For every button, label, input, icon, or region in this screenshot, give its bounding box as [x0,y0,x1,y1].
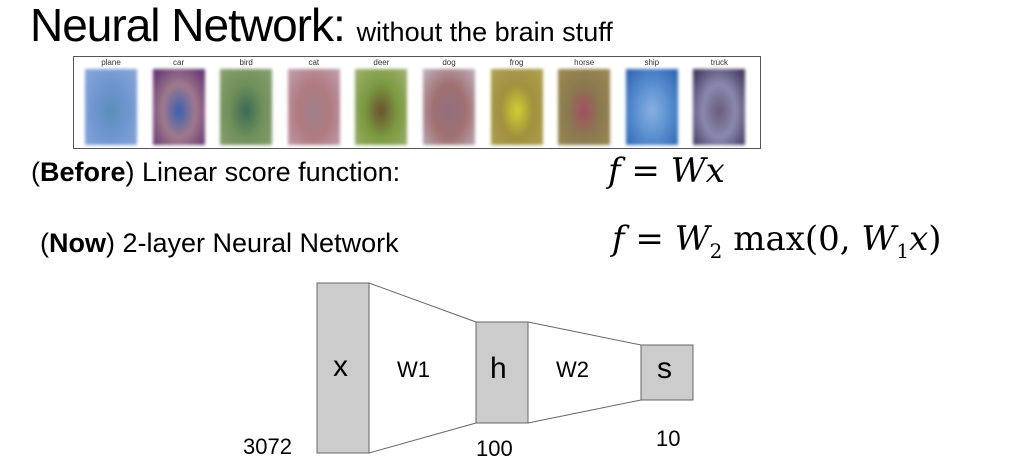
class-label: car [173,58,185,67]
title-main: Neural Network: [30,0,346,51]
weight-w2-label: W2 [556,357,589,382]
input-layer-box [316,282,370,454]
node-h-label: h [490,352,507,385]
class-template-car: car [149,57,209,148]
class-template-image [220,69,273,145]
class-template-image [85,69,137,145]
now-label: (Now) 2-layer Neural Network [40,228,399,258]
class-template-plane: plane [81,57,141,148]
class-label: bird [239,58,253,67]
size-h-label: 100 [476,436,513,461]
class-template-image [625,69,678,145]
before-label: (Before) Linear score function: [31,157,401,187]
title-subtitle: without the brain stuff [356,17,613,47]
class-template-dog: dog [419,57,479,148]
class-label: frog [509,58,524,67]
class-template-horse: horse [554,57,614,148]
class-templates-image: plane car bird cat deer dog frog horse ship truck [73,56,761,149]
class-template-image [355,69,408,145]
slide-title: Neural Network: without the brain stuff [30,0,613,51]
class-template-image [693,69,746,145]
class-label: horse [574,58,595,67]
class-label: truck [710,58,729,67]
class-label: ship [644,58,660,67]
class-template-image [152,69,205,145]
output-layer-box [640,344,694,401]
weight-w1-label: W1 [397,357,430,382]
class-template-bird: bird [216,57,276,148]
connector-line [527,321,642,346]
connector-line [368,422,477,454]
linear-score-formula: f = Wx [608,151,725,191]
class-template-ship: ship [622,57,682,148]
node-x-label: x [333,350,348,383]
class-template-image [423,69,475,145]
class-label: deer [373,58,390,67]
class-template-frog: frog [487,57,547,148]
size-s-label: 10 [656,426,681,451]
class-template-truck: truck [689,57,749,148]
connector-line [368,282,477,323]
class-template-deer: deer [351,57,411,148]
class-template-image [287,69,340,145]
connector-line [527,399,642,424]
class-label: plane [101,58,121,67]
size-x-label: 3072 [243,434,292,459]
two-layer-formula: f = W2 max(0, W1x) [612,219,942,263]
class-template-image [490,69,543,145]
class-label: cat [308,58,320,67]
class-label: dog [442,58,456,67]
node-s-label: s [657,352,672,385]
class-template-cat: cat [284,57,344,148]
class-template-image [558,69,611,145]
hidden-layer-box [475,321,529,424]
